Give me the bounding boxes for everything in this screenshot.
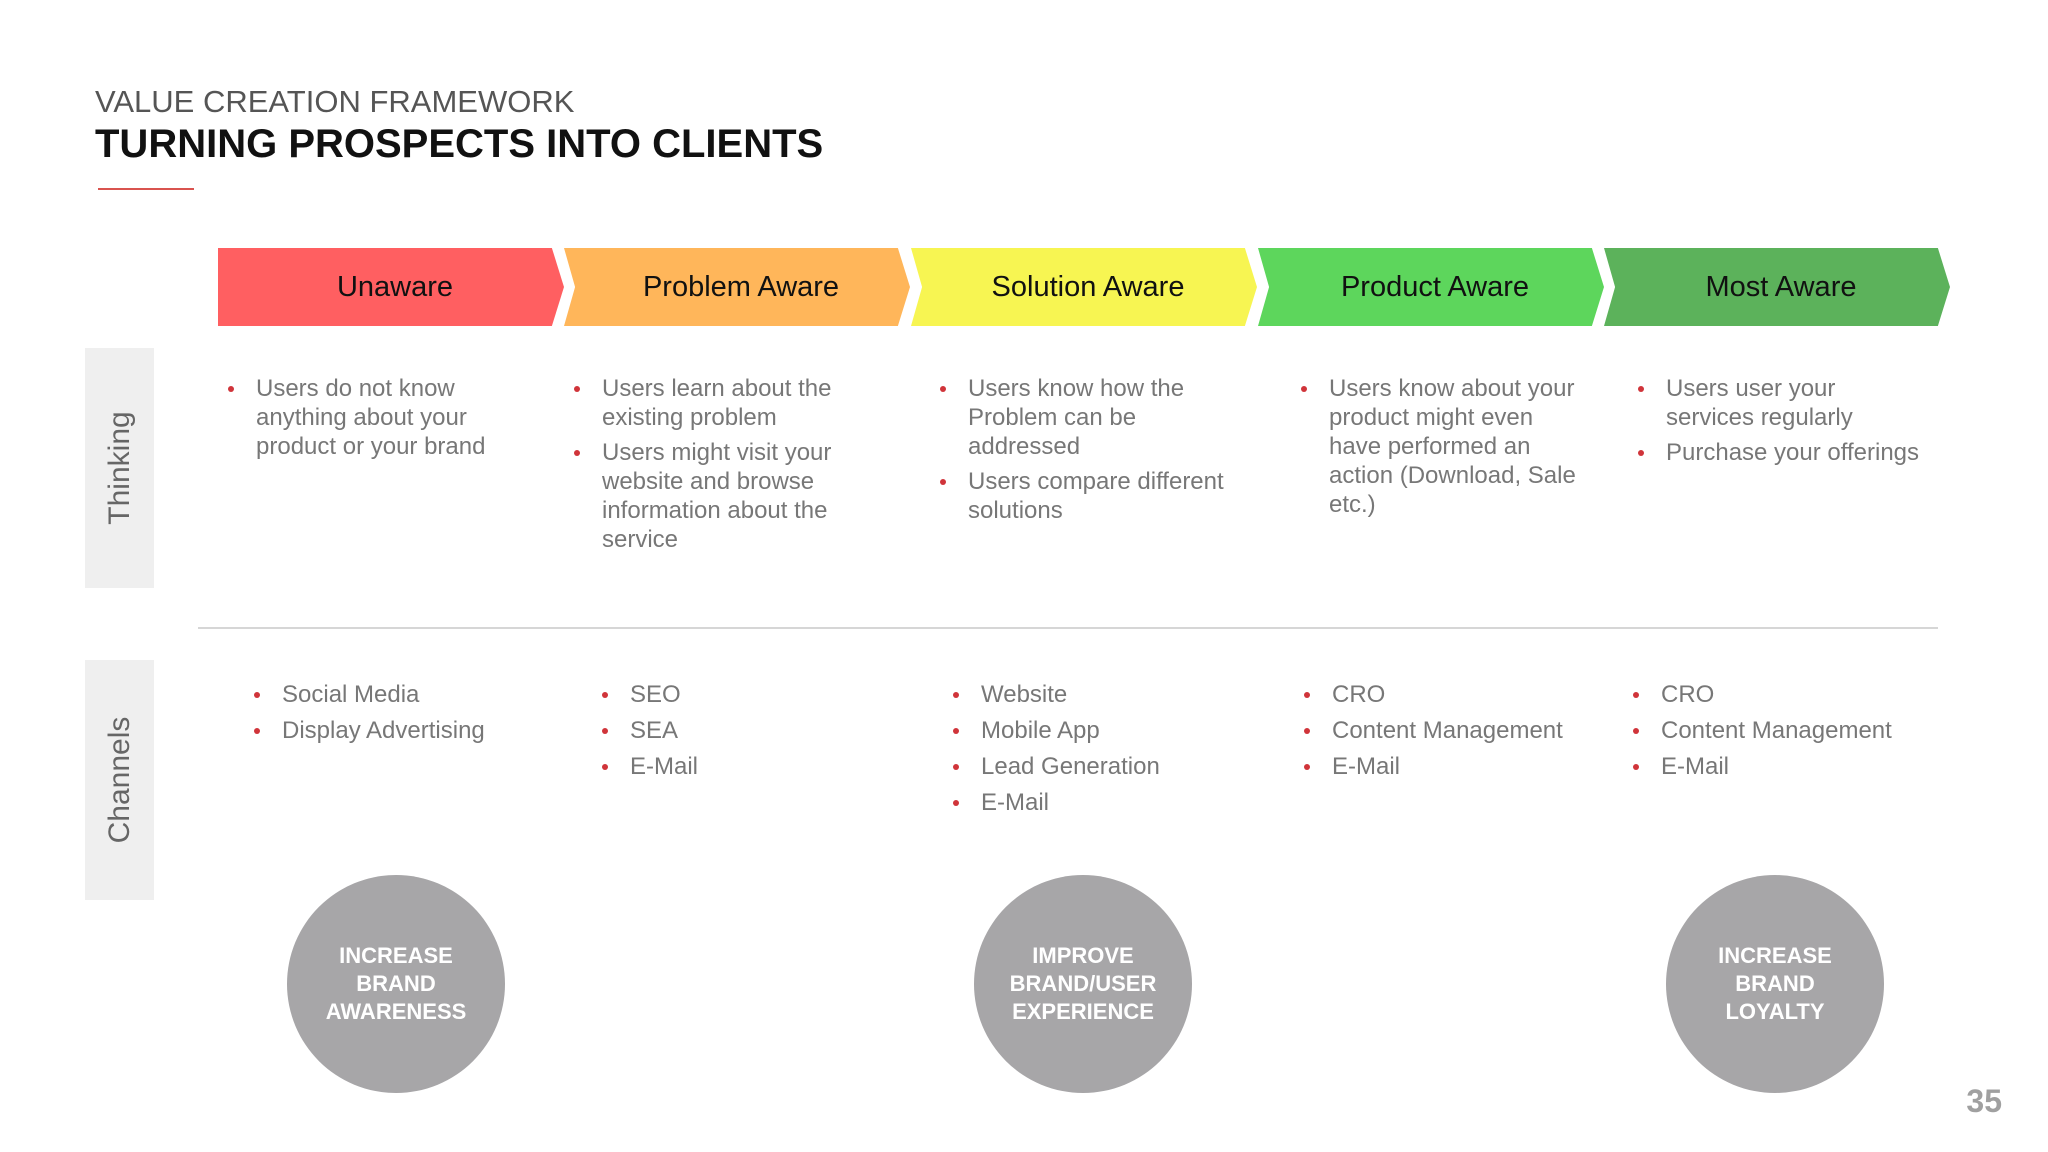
thinking-list-problem-aware: Users learn about the existing problem U… bbox=[572, 374, 872, 560]
list-item: Content Management bbox=[1302, 716, 1602, 746]
channels-list-most-aware: CRO Content Management E-Mail bbox=[1631, 680, 1931, 788]
list-item: CRO bbox=[1302, 680, 1602, 710]
list-item: Users might visit your website and brows… bbox=[572, 438, 872, 554]
list-item: E-Mail bbox=[1302, 752, 1602, 782]
list-item: Users user your services regularly bbox=[1636, 374, 1926, 432]
stage-solution-aware: Solution Aware bbox=[911, 248, 1257, 326]
list-item: Social Media bbox=[252, 680, 552, 710]
slide-subtitle: VALUE CREATION FRAMEWORK bbox=[95, 84, 575, 119]
goal-label: INCREASE BRAND LOYALTY bbox=[1718, 943, 1832, 1024]
title-underline bbox=[98, 188, 194, 190]
stage-label: Most Aware bbox=[1705, 270, 1857, 303]
list-item: SEO bbox=[600, 680, 860, 710]
stage-unaware: Unaware bbox=[218, 248, 564, 326]
stage-most-aware: Most Aware bbox=[1604, 248, 1950, 326]
list-item: Display Advertising bbox=[252, 716, 552, 746]
stage-problem-aware: Problem Aware bbox=[564, 248, 910, 326]
list-item: Users do not know anything about your pr… bbox=[226, 374, 536, 461]
channels-list-problem-aware: SEO SEA E-Mail bbox=[600, 680, 860, 788]
list-item: Users know how the Problem can be addres… bbox=[938, 374, 1228, 461]
list-item: Mobile App bbox=[951, 716, 1241, 746]
stage-label: Solution Aware bbox=[991, 270, 1185, 303]
channels-list-product-aware: CRO Content Management E-Mail bbox=[1302, 680, 1602, 788]
row-label-channels: Channels bbox=[85, 660, 154, 900]
goal-label: INCREASE BRAND AWARENESS bbox=[325, 943, 467, 1024]
list-item: E-Mail bbox=[951, 788, 1241, 818]
thinking-list-product-aware: Users know about your product might even… bbox=[1299, 374, 1589, 525]
list-item: Users know about your product might even… bbox=[1299, 374, 1589, 519]
row-label-text: Thinking bbox=[102, 411, 136, 525]
page-number: 35 bbox=[1966, 1083, 2002, 1119]
thinking-list-most-aware: Users user your services regularly Purch… bbox=[1636, 374, 1926, 473]
list-item: Purchase your offerings bbox=[1636, 438, 1926, 467]
stage-label: Problem Aware bbox=[642, 270, 840, 303]
stage-label: Unaware bbox=[336, 270, 454, 303]
goal-label: IMPROVE BRAND/USER EXPERIENCE bbox=[1009, 943, 1157, 1024]
stage-product-aware: Product Aware bbox=[1258, 248, 1604, 326]
goal-brand-user-experience: IMPROVE BRAND/USER EXPERIENCE bbox=[974, 875, 1192, 1093]
channels-list-unaware: Social Media Display Advertising bbox=[252, 680, 552, 752]
list-item: Users learn about the existing problem bbox=[572, 374, 872, 432]
list-item: E-Mail bbox=[600, 752, 860, 782]
list-item: Content Management bbox=[1631, 716, 1931, 746]
slide-title: TURNING PROSPECTS INTO CLIENTS bbox=[95, 122, 824, 166]
section-divider bbox=[198, 627, 1938, 629]
channels-list-solution-aware: Website Mobile App Lead Generation E-Mai… bbox=[951, 680, 1241, 824]
row-label-text: Channels bbox=[102, 716, 136, 844]
stage-label: Product Aware bbox=[1340, 270, 1530, 303]
list-item: SEA bbox=[600, 716, 860, 746]
list-item: CRO bbox=[1631, 680, 1931, 710]
row-label-thinking: Thinking bbox=[85, 348, 154, 588]
list-item: E-Mail bbox=[1631, 752, 1931, 782]
thinking-list-solution-aware: Users know how the Problem can be addres… bbox=[938, 374, 1228, 531]
goal-brand-awareness: INCREASE BRAND AWARENESS bbox=[287, 875, 505, 1093]
list-item: Lead Generation bbox=[951, 752, 1241, 782]
thinking-list-unaware: Users do not know anything about your pr… bbox=[226, 374, 536, 467]
list-item: Users compare different solutions bbox=[938, 467, 1228, 525]
goal-brand-loyalty: INCREASE BRAND LOYALTY bbox=[1666, 875, 1884, 1093]
list-item: Website bbox=[951, 680, 1241, 710]
